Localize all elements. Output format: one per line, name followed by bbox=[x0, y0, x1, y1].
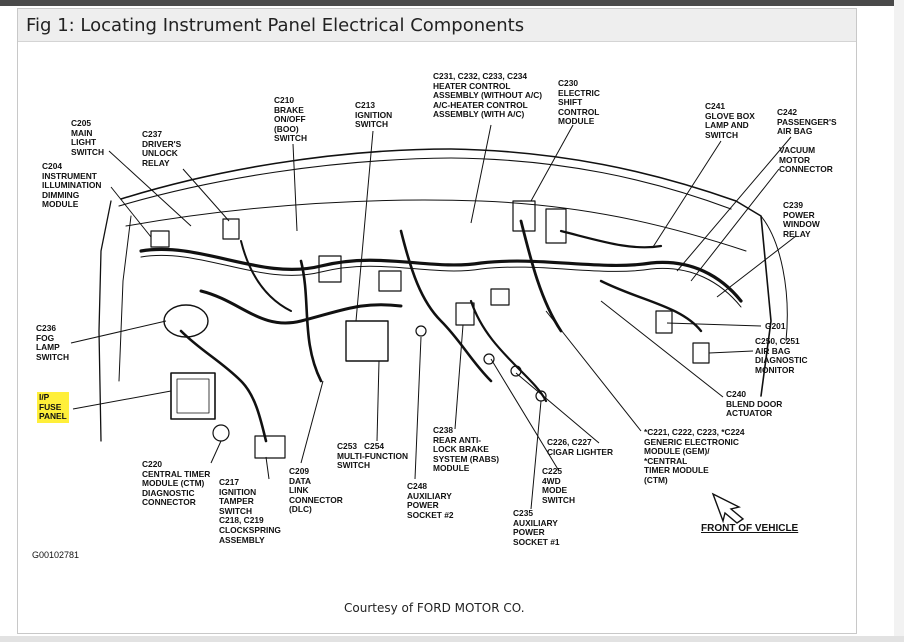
instrument-panel-diagram bbox=[70, 124, 797, 524]
label-c226-c227: C226, C227 CIGAR LIGHTER bbox=[547, 437, 614, 457]
figure-title-bar: Fig 1: Locating Instrument Panel Electri… bbox=[18, 9, 856, 42]
label-c221-c224: *C221, C222, C223, *C224 GENERIC ELECTRO… bbox=[644, 427, 745, 485]
label-c239: C239 POWER WINDOW RELAY bbox=[783, 200, 820, 239]
courtesy-credit: Courtesy of FORD MOTOR CO. bbox=[344, 601, 525, 615]
label-c225: C225 4WD MODE SWITCH bbox=[542, 466, 576, 505]
label-ip-fuse-panel: I/P FUSE PANEL bbox=[37, 392, 69, 423]
label-c242: C242 PASSENGER'S AIR BAG bbox=[777, 107, 837, 137]
figure-title: Fig 1: Locating Instrument Panel Electri… bbox=[26, 15, 525, 36]
label-c235: C235 AUXILIARY POWER SOCKET #1 bbox=[513, 508, 560, 547]
label-c204: C204 INSTRUMENT ILLUMINATION DIMMING MOD… bbox=[42, 161, 102, 210]
figure-frame: Fig 1: Locating Instrument Panel Electri… bbox=[17, 8, 857, 634]
label-c238: C238 REAR ANTI- LOCK BRAKE SYSTEM (RABS)… bbox=[433, 425, 500, 474]
label-g201: G201 bbox=[765, 321, 786, 331]
figure-code: G00102781 bbox=[32, 550, 80, 560]
front-of-vehicle-label: FRONT OF VEHICLE bbox=[701, 523, 799, 534]
label-c205: C205 MAIN LIGHT SWITCH bbox=[71, 118, 105, 157]
label-c240: C240 BLEND DOOR ACTUATOR bbox=[726, 389, 783, 419]
label-c250-c251: C250, C251 AIR BAG DIAGNOSTIC MONITOR bbox=[755, 336, 808, 375]
front-arrow bbox=[711, 492, 745, 524]
label-c209: C209 DATA LINK CONNECTOR (DLC) bbox=[289, 466, 343, 515]
label-c248: C248 AUXILIARY POWER SOCKET #2 bbox=[407, 481, 454, 520]
window-bottom-bar bbox=[0, 636, 904, 642]
label-c217: C217 IGNITION TAMPER SWITCH C218, C219 C… bbox=[219, 477, 281, 545]
window-top-bar bbox=[0, 0, 904, 6]
label-c241: C241 GLOVE BOX LAMP AND SWITCH bbox=[705, 101, 755, 140]
label-c220: C220 CENTRAL TIMER MODULE (CTM) DIAGNOST… bbox=[142, 459, 211, 508]
label-c253-c254: C253 C254 MULTI-FUNCTION SWITCH bbox=[337, 441, 409, 471]
label-c231-c234: C231, C232, C233, C234 HEATER CONTROL AS… bbox=[433, 71, 543, 120]
dashboard-outline bbox=[120, 148, 772, 397]
label-c230: C230 ELECTRIC SHIFT CONTROL MODULE bbox=[558, 78, 600, 127]
label-c237: C237 DRIVER'S UNLOCK RELAY bbox=[142, 129, 182, 168]
scrollbar-track[interactable] bbox=[894, 0, 904, 642]
label-c213: C213 IGNITION SWITCH bbox=[355, 100, 393, 130]
label-vacuum-motor: VACUUM MOTOR CONNECTOR bbox=[779, 145, 833, 175]
label-c236: C236 FOG LAMP SWITCH bbox=[36, 323, 70, 362]
label-c210: C210 BRAKE ON/OFF (BOO) SWITCH bbox=[274, 95, 308, 144]
